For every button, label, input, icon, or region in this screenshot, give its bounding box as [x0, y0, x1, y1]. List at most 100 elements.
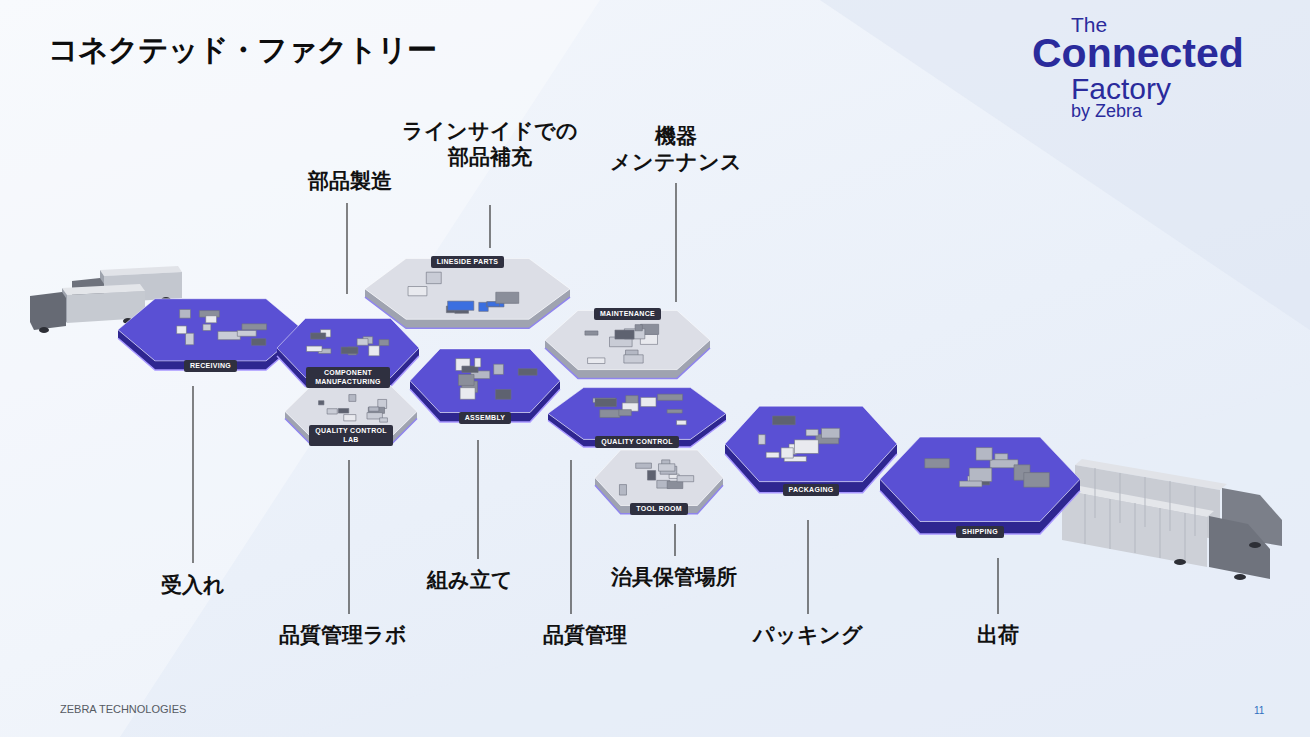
area-platform: ASSEMBLY — [410, 342, 560, 428]
equipment — [237, 330, 256, 336]
area-tag: QUALITY CONTROL LAB — [285, 425, 417, 446]
equipment — [647, 471, 655, 481]
equipment — [341, 347, 358, 354]
area-tag: LINESIDE PARTS — [365, 256, 570, 268]
equipment — [458, 375, 474, 386]
platform-floor — [880, 437, 1080, 521]
label-wrap: ZEBRA TECHNOLOGIES — [60, 703, 186, 715]
area-label: QUALITY CONTROL LAB — [309, 425, 393, 446]
equipment — [806, 429, 818, 435]
equipment — [619, 485, 626, 496]
area-label: TOOL ROOM — [630, 503, 688, 515]
equipment — [624, 355, 643, 363]
equipment — [641, 397, 656, 406]
equipment — [357, 339, 368, 346]
equipment — [379, 340, 389, 346]
area-platform: LINESIDE PARTS — [365, 252, 570, 334]
area-platform: MAINTENANCE — [545, 304, 710, 384]
label-wrap: 出荷 — [977, 622, 1019, 648]
callout-label: 部品製造 — [308, 168, 392, 194]
area-tag: SHIPPING — [880, 526, 1080, 538]
equipment — [327, 409, 337, 414]
area-tag: RECEIVING — [118, 360, 303, 372]
equipment — [448, 301, 474, 310]
platform-floor — [595, 450, 723, 506]
equipment — [426, 272, 441, 283]
equipment — [636, 463, 652, 468]
equipment — [925, 459, 950, 468]
trailer-ribs — [1085, 468, 1195, 563]
leader-line — [807, 520, 808, 614]
equipment — [177, 326, 187, 334]
label-wrap: The — [1071, 14, 1107, 35]
equipment — [180, 309, 191, 318]
label-wrap: 治具保管場所 — [611, 564, 737, 590]
area-platform: TOOL ROOM — [595, 444, 723, 519]
area-platform: SHIPPING — [880, 428, 1080, 542]
logo-text: Factory — [1071, 74, 1171, 104]
label-wrap: 品質管理ラボ — [279, 622, 407, 648]
area-tag: PACKAGING — [725, 484, 897, 496]
area-tag: COMPONENT MANUFACTURING — [277, 367, 419, 388]
equipment — [595, 398, 616, 406]
area-label: LINESIDE PARTS — [431, 256, 505, 268]
equipment — [626, 396, 638, 404]
equipment — [667, 481, 683, 488]
label-wrap: パッキング — [753, 622, 863, 648]
leader-line — [570, 460, 571, 614]
area-label: MAINTENANCE — [594, 308, 661, 320]
equipment — [758, 435, 765, 445]
equipment — [203, 324, 211, 330]
platform-floor — [725, 406, 897, 481]
platform-floor — [410, 349, 560, 413]
equipment — [206, 316, 217, 323]
equipment — [585, 331, 598, 335]
leader-line — [674, 524, 675, 556]
equipment — [408, 287, 427, 296]
label-wrap: Connected — [1032, 33, 1244, 74]
equipment — [635, 325, 642, 331]
platform-hex — [880, 428, 1080, 542]
label-wrap: 11 — [1254, 705, 1264, 716]
callout-label: 治具保管場所 — [611, 564, 737, 590]
label-wrap: Factory — [1071, 74, 1171, 104]
equipment — [773, 416, 796, 425]
logo-text: Connected — [1032, 33, 1244, 74]
callout-label: 組み立て — [427, 567, 513, 593]
equipment — [496, 292, 519, 303]
area-platform: QUALITY CONTROL — [548, 382, 726, 452]
area-label: QUALITY CONTROL — [595, 436, 679, 448]
leader-lines — [193, 183, 998, 614]
area-label: RECEIVING — [184, 360, 237, 372]
leader-line — [489, 205, 490, 248]
truck-cab — [1209, 516, 1270, 579]
area-tag: ASSEMBLY — [410, 412, 560, 424]
wheel — [1174, 559, 1186, 565]
equipment — [319, 401, 324, 405]
leader-line — [675, 183, 676, 302]
callout-label: 機器 メンテナンス — [610, 123, 742, 176]
equipment — [460, 388, 475, 400]
equipment — [766, 452, 779, 458]
equipment — [494, 364, 504, 374]
callout-label: 受入れ — [161, 572, 225, 598]
wheel — [1234, 574, 1246, 580]
label-wrap: 受入れ — [161, 572, 225, 598]
trailer — [1062, 490, 1207, 567]
equipment — [658, 394, 683, 400]
equipment — [252, 339, 266, 346]
area-label: PACKAGING — [783, 484, 840, 496]
truck-cab — [30, 292, 66, 330]
area-label: SHIPPING — [956, 526, 1004, 538]
label-wrap: 部品製造 — [308, 168, 392, 194]
leader-line — [477, 440, 478, 559]
equipment — [959, 481, 982, 487]
equipment — [658, 464, 674, 471]
label-wrap: 機器 メンテナンス — [610, 123, 742, 176]
label-wrap: by Zebra — [1071, 102, 1142, 120]
logo-text: by Zebra — [1071, 102, 1142, 120]
callout-label: 品質管理 — [543, 622, 627, 648]
equipment — [969, 468, 992, 481]
callout-label: ラインサイドでの 部品補充 — [402, 118, 578, 171]
footer-text: 11 — [1254, 705, 1264, 716]
